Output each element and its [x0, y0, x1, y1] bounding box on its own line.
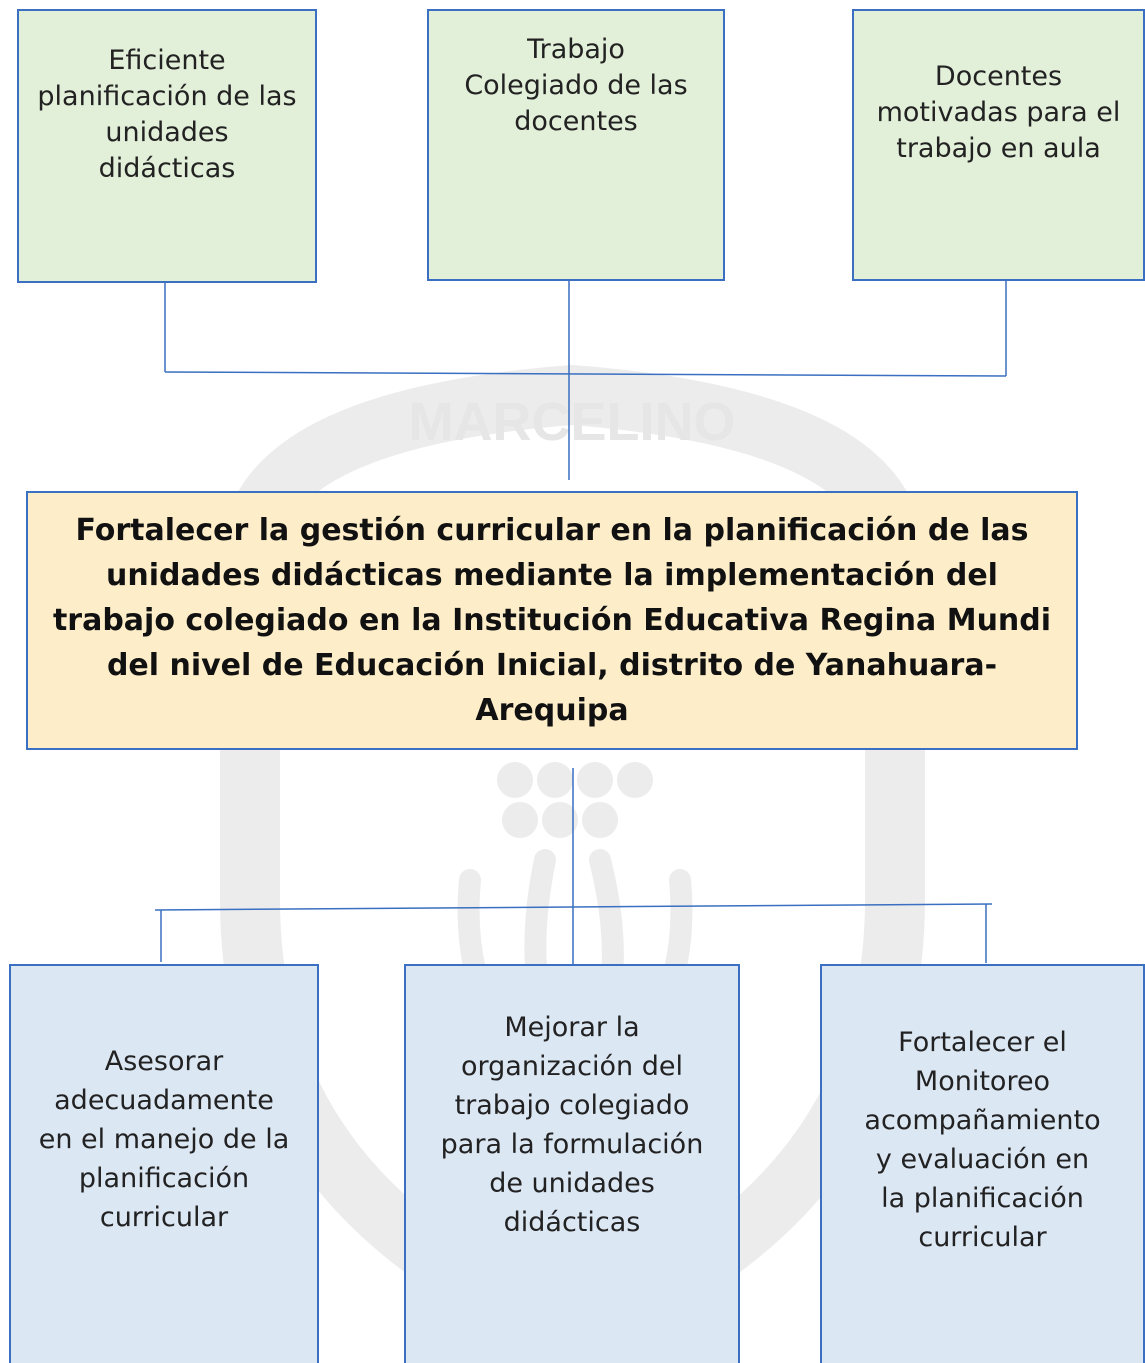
central-objective-label: Fortalecer la gestión curricular en la p…: [52, 513, 1052, 728]
cause-box-planning: Eficiente planificación de las unidades …: [17, 9, 317, 283]
connector-top-horizontal: [164, 371, 1007, 377]
central-objective-box: Fortalecer la gestión curricular en la p…: [26, 491, 1078, 750]
cause-label: Docentes motivadas para el trabajo en au…: [876, 60, 1121, 164]
action-label: Fortalecer el Monitoreo acompañamiento y…: [864, 1026, 1101, 1253]
action-label: Mejorar la organización del trabajo cole…: [440, 1011, 704, 1238]
connector-bottom-horizontal: [154, 903, 993, 911]
watermark-word: MARCELINO: [409, 392, 736, 452]
action-label: Asesorar adecuadamente en el manejo de l…: [38, 1046, 290, 1233]
action-box-organization: Mejorar la organización del trabajo cole…: [404, 964, 740, 1363]
action-box-monitoring: Fortalecer el Monitoreo acompañamiento y…: [820, 964, 1145, 1363]
cause-box-collegiate-work: Trabajo Colegiado de las docentes: [427, 9, 725, 281]
action-box-advise: Asesorar adecuadamente en el manejo de l…: [9, 964, 319, 1363]
cause-box-motivated-teachers: Docentes motivadas para el trabajo en au…: [852, 9, 1145, 281]
cause-label: Eficiente planificación de las unidades …: [37, 45, 297, 184]
cause-label: Trabajo Colegiado de las docentes: [464, 34, 688, 137]
